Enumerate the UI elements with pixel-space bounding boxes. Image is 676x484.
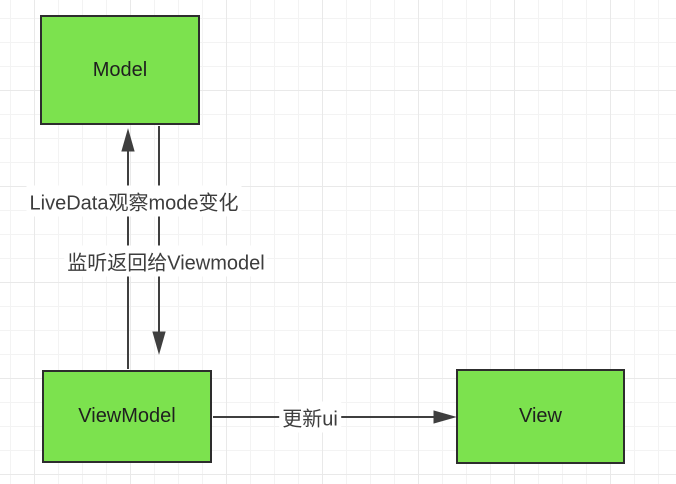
arrow-model-to-viewmodel bbox=[152, 126, 166, 355]
node-model: Model bbox=[40, 15, 200, 125]
node-view-label: View bbox=[519, 405, 562, 427]
node-model-label: Model bbox=[92, 58, 148, 81]
edge-label-update-ui: 更新ui bbox=[279, 401, 341, 433]
node-view: View bbox=[456, 369, 625, 464]
edge-label-listen-return: 监听返回给Viewmodel bbox=[64, 245, 268, 277]
edge-label-livedata-observe: LiveData观察mode变化 bbox=[26, 185, 242, 217]
node-viewmodel: ViewModel bbox=[42, 370, 212, 463]
node-viewmodel-label: ViewModel bbox=[78, 405, 176, 427]
